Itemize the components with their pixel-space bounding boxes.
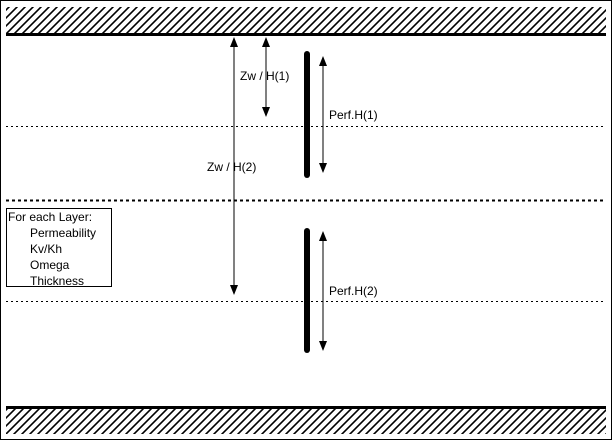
layer-properties-legend: For each Layer: Permeability Kv/Kh Omega… <box>6 208 112 288</box>
legend-item-thickness: Thickness <box>30 274 85 288</box>
legend-item-permeability: Permeability <box>30 226 97 240</box>
legend-item-omega: Omega <box>30 258 70 272</box>
top-boundary-hatch <box>6 7 606 33</box>
zw-h1-label: Zw / H(1) <box>240 69 289 83</box>
legend-item-kv-kh: Kv/Kh <box>30 242 63 256</box>
perf-h1-label: Perf.H(1) <box>329 108 378 122</box>
perf-h2-label: Perf.H(2) <box>329 284 378 298</box>
zw-h2-label: Zw / H(2) <box>207 160 256 174</box>
legend-title: For each Layer: <box>8 210 93 224</box>
bottom-boundary-hatch <box>6 409 606 434</box>
